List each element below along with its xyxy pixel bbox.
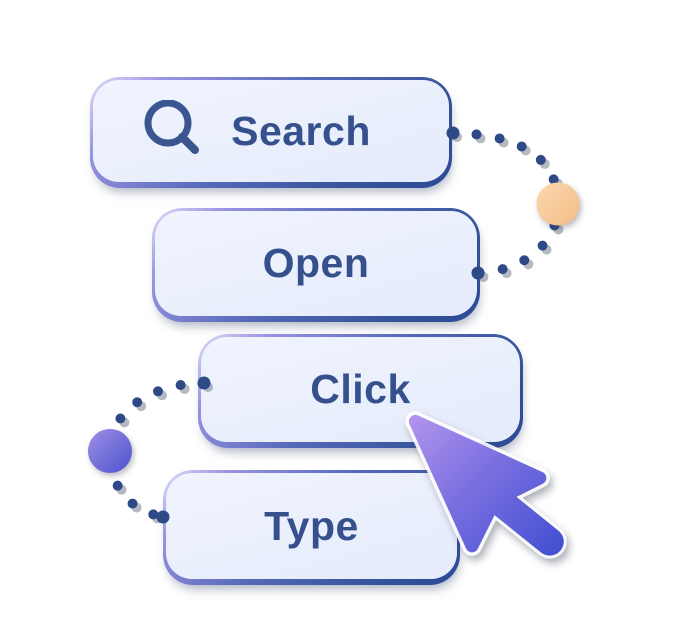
purple-node (88, 429, 132, 473)
orange-node (536, 182, 580, 226)
dotted-path-shadows (108, 132, 568, 526)
open-button[interactable]: Open (152, 208, 480, 322)
type-button-face: Type (166, 473, 457, 579)
open-button-label: Open (262, 240, 370, 286)
magnifier-icon (143, 100, 205, 162)
click-button[interactable]: Click (198, 334, 523, 448)
search-button-label: Search (231, 107, 371, 154)
search-button-face: Search (93, 80, 449, 182)
type-button[interactable]: Type (163, 470, 460, 585)
open-button-face: Open (155, 211, 477, 316)
click-button-face: Click (201, 337, 520, 442)
click-button-label: Click (310, 366, 411, 412)
type-button-label: Type (264, 502, 359, 549)
search-button[interactable]: Search (90, 77, 452, 188)
